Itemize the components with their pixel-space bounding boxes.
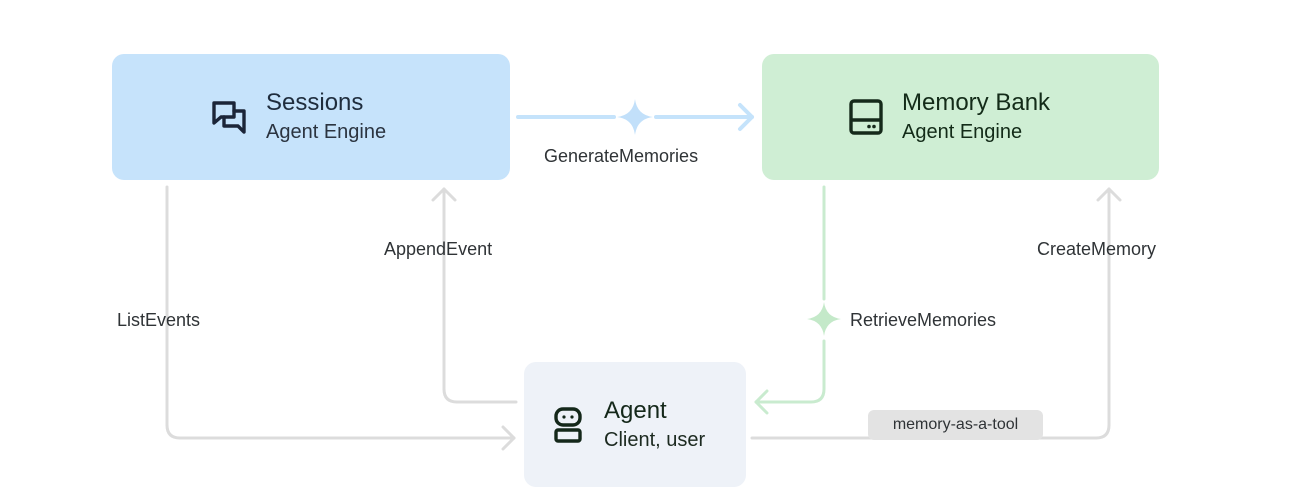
retrieve-memories-arrow [754, 185, 826, 415]
append-event-arrow [431, 187, 518, 404]
sparkle-icon [617, 99, 653, 135]
list-events-label: ListEvents [117, 310, 201, 330]
agent-subtitle: Client, user [604, 428, 706, 451]
chat-bubbles-icon [210, 97, 250, 137]
memory-bank-title: Memory Bank [902, 89, 1051, 116]
agent-node: Agent Client, user [524, 362, 746, 487]
storage-drive-icon [846, 97, 886, 137]
memory-as-a-tool-badge: memory-as-a-tool [868, 410, 1043, 440]
sparkle-icon [807, 302, 841, 336]
sessions-node: Sessions Agent Engine [112, 54, 510, 180]
create-memory-label: CreateMemory [1037, 239, 1157, 259]
create-memory-arrow [750, 187, 1122, 440]
generate-memories-label: GenerateMemories [544, 146, 699, 166]
append-event-label: AppendEvent [384, 239, 493, 259]
retrieve-memories-label: RetrieveMemories [850, 310, 997, 330]
memory-bank-subtitle: Agent Engine [902, 121, 1023, 143]
robot-icon [548, 405, 588, 445]
sessions-subtitle: Agent Engine [266, 121, 387, 143]
generate-memories-arrow [516, 103, 754, 131]
memory-bank-node: Memory Bank Agent Engine [762, 54, 1159, 180]
sessions-title: Sessions [266, 89, 364, 116]
list-events-arrow [165, 185, 516, 451]
agent-title: Agent [604, 396, 667, 424]
